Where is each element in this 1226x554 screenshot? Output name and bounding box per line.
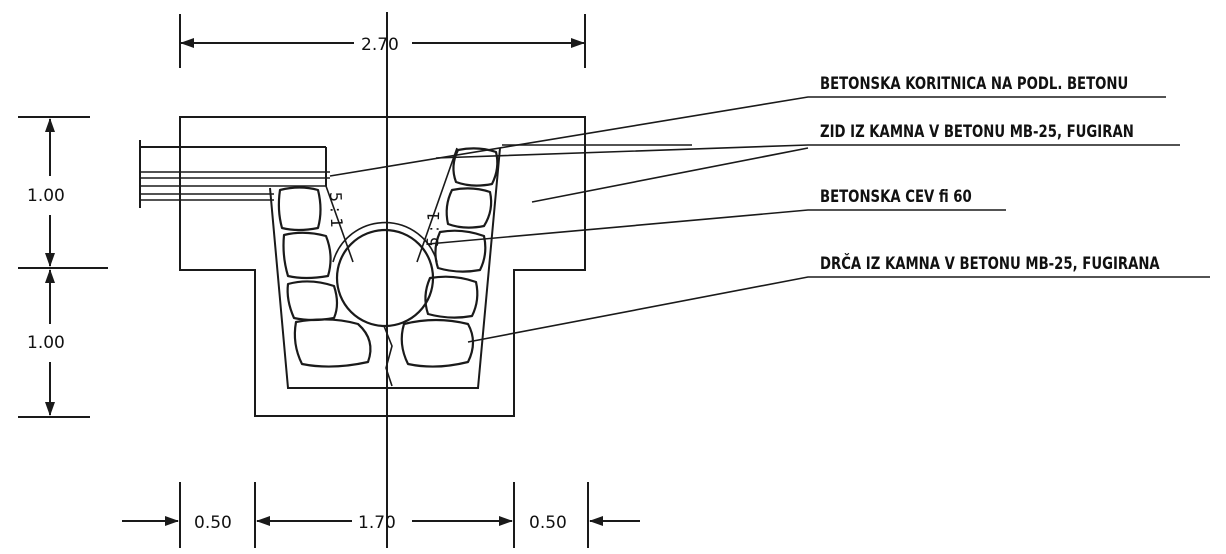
left-stone-wall — [277, 186, 372, 368]
inflow-slab — [139, 140, 330, 208]
dim-total-width: 2.70 — [361, 35, 399, 55]
dim-right-offset: 0.50 — [529, 513, 567, 533]
leader-line-1 — [329, 96, 1166, 177]
dim-lower-height: 1.00 — [27, 333, 65, 353]
leader-line-2b — [531, 147, 809, 203]
dim-upper-height: 1.00 — [27, 186, 65, 206]
slope-right: 5 : 1 — [423, 211, 443, 248]
leader-line-4 — [467, 276, 1210, 343]
bottom-dimensions: 0.50 1.70 0.50 — [122, 482, 640, 548]
concrete-body-outline — [179, 116, 586, 417]
label-concrete-channel: BETONSKA KORITNICA NA PODL. BETONU — [820, 73, 1128, 93]
dim-left-offset: 0.50 — [194, 513, 232, 533]
top-dimension: 2.70 — [179, 14, 586, 68]
label-concrete-pipe: BETONSKA CEV fi 60 — [820, 186, 972, 206]
dim-inner-width: 1.70 — [358, 513, 396, 533]
label-stone-apron: DRČA IZ KAMNA V BETONU MB-25, FUGIRANA — [820, 252, 1160, 273]
concrete-pipe — [335, 228, 435, 328]
slope-left: 5 : 1 — [326, 191, 346, 228]
leader-line-3 — [427, 209, 1006, 245]
pipe-outer-ring — [332, 221, 438, 263]
label-stone-wall: ZID IZ KAMNA V BETONU MB-25, FUGIRAN — [820, 121, 1134, 141]
trench-inner-right — [416, 147, 458, 263]
leader-line-2 — [435, 144, 1180, 159]
trench-outline — [269, 147, 501, 389]
pipe-base-split — [383, 325, 393, 387]
left-dimensions: 1.00 1.00 — [18, 116, 108, 418]
trench-inner-left — [325, 185, 354, 263]
